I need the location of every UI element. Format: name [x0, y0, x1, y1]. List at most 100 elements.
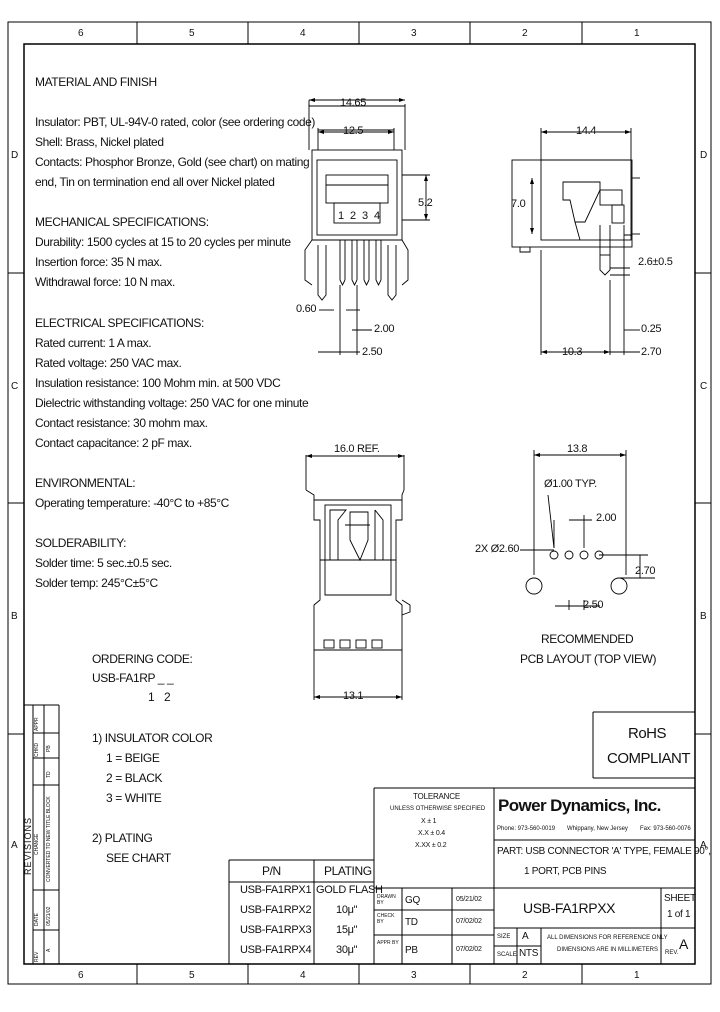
plating-ref: SEE CHART: [106, 851, 171, 865]
top-col-4: 4: [300, 28, 306, 39]
dim-2-00-top: 2.00: [374, 323, 395, 335]
contact-resistance-spec: Contact resistance: 30 mohm max.: [35, 416, 208, 430]
revisions-col-rev: REV: [34, 951, 40, 962]
rated-current-spec: Rated current: 1 A max.: [35, 336, 152, 350]
bottom-col-4: 4: [300, 970, 306, 981]
dim-2-50-top: 2.50: [362, 346, 383, 358]
bottom-col-1: 1: [634, 970, 640, 981]
size-value: A: [522, 931, 529, 942]
operating-temp-spec: Operating temperature: -40°C to +85°C: [35, 496, 229, 510]
ordering-code: USB-FA1RP _ _: [92, 671, 174, 685]
color-option-1: 1 = BEIGE: [106, 751, 160, 765]
rated-voltage-spec: Rated voltage: 250 VAC max.: [35, 356, 182, 370]
revisions-col-chkd: CHKD: [34, 742, 40, 757]
right-row-b: B: [700, 611, 707, 622]
appr-by: PB: [405, 945, 418, 956]
reference-note-1: ALL DIMENSIONS FOR REFERENCE ONLY: [547, 935, 668, 941]
pcb-caption-1: RECOMMENDED: [541, 632, 634, 646]
dim-2-70-pcb: 2.70: [635, 565, 656, 577]
insertion-spec: Insertion force: 35 N max.: [35, 255, 162, 269]
right-row-c: C: [700, 381, 707, 392]
color-option-3: 3 = WHITE: [106, 791, 162, 805]
solder-temp-spec: Solder temp: 245°C±5°C: [35, 576, 158, 590]
bottom-col-5: 5: [189, 970, 195, 981]
ordering-pos-1: 1: [148, 690, 155, 704]
tolerance-3: X.XX ± 0.2: [415, 842, 447, 849]
size-label: SIZE: [497, 934, 511, 940]
rohs-line-1: RoHS: [628, 725, 667, 742]
durability-spec: Durability: 1500 cycles at 15 to 20 cycl…: [35, 235, 291, 249]
company-name: Power Dynamics, Inc.: [498, 796, 661, 815]
table-row: USB-FA1RPX2: [240, 904, 312, 916]
top-col-1: 1: [634, 28, 640, 39]
dim-0-60: 0.60: [296, 303, 317, 315]
drawn-by: GQ: [405, 895, 420, 906]
top-col-3: 3: [411, 28, 417, 39]
part-number: USB-FA1RPXX: [523, 900, 616, 916]
table-row: 30μ": [336, 944, 358, 956]
insulation-resistance-spec: Insulation resistance: 100 Mohm min. at …: [35, 376, 281, 390]
top-col-6: 6: [78, 28, 84, 39]
tolerance-heading: TOLERANCE: [413, 792, 460, 801]
appr-label: APPR BY: [377, 940, 399, 946]
revisions-title: REVISIONS: [23, 816, 33, 875]
bottom-col-6: 6: [78, 970, 84, 981]
left-row-c: C: [11, 381, 18, 392]
revisions-date: 05/21/02: [46, 906, 52, 926]
bottom-col-3: 3: [411, 970, 417, 981]
check-by: TD: [405, 917, 418, 928]
solderability-heading: SOLDERABILITY:: [35, 536, 127, 550]
drawn-label: DRAWN BY: [377, 894, 396, 906]
pin-label-3: 3: [362, 210, 368, 222]
revisions-col-date: DATE: [34, 913, 40, 926]
electrical-heading: ELECTRICAL SPECIFICATIONS:: [35, 316, 204, 330]
dim-2x-2-60: 2X Ø2.60: [475, 543, 520, 555]
pin-label-4: 4: [374, 210, 380, 222]
environmental-heading: ENVIRONMENTAL:: [35, 476, 136, 490]
pin-label-2: 2: [350, 210, 356, 222]
part-description-1: PART: USB CONNECTOR 'A' TYPE, FEMALE 90°…: [497, 846, 711, 857]
revisions-chkd: TD: [46, 771, 52, 778]
revisions-appr: PB: [46, 745, 52, 752]
contacts-spec-1: Contacts: Phosphor Bronze, Gold (see cha…: [35, 155, 310, 169]
dim-16-0-ref: 16.0 REF.: [334, 443, 380, 455]
withdrawal-spec: Withdrawal force: 10 N max.: [35, 275, 175, 289]
revisions-col-change: CHANGE: [34, 833, 40, 855]
company-location: Whippany, New Jersey: [567, 826, 628, 832]
sheet-label: SHEET: [664, 893, 696, 904]
dielectric-spec: Dielectric withstanding voltage: 250 VAC…: [35, 396, 309, 410]
scale-value: NTS: [519, 948, 539, 959]
rohs-line-2: COMPLIANT: [607, 750, 691, 767]
contact-capacitance-spec: Contact capacitance: 2 pF max.: [35, 436, 192, 450]
company-fax: Fax: 973-560-0076: [640, 826, 691, 832]
material-heading: MATERIAL AND FINISH: [35, 75, 157, 89]
ordering-heading: ORDERING CODE:: [92, 652, 193, 666]
dim-2-00-pcb: 2.00: [596, 512, 617, 524]
dim-7-0: 7.0: [511, 198, 526, 210]
dim-14-4: 14.4: [576, 125, 597, 137]
revisions-rev: A: [46, 948, 52, 952]
sheet-value: 1 of 1: [667, 909, 691, 920]
reference-note-2: DIMENSIONS ARE IN MILLIMETERS: [557, 947, 659, 953]
part-description-2: 1 PORT, PCB PINS: [524, 866, 607, 877]
appr-date: 07/02/02: [456, 946, 482, 953]
tolerance-1: X ± 1: [421, 818, 437, 825]
dim-0-25: 0.25: [641, 323, 662, 335]
left-row-d: D: [11, 150, 18, 161]
rev-value: A: [679, 936, 689, 952]
right-row-a: A: [700, 840, 707, 851]
solder-time-spec: Solder time: 5 sec.±0.5 sec.: [35, 556, 172, 570]
bottom-col-2: 2: [522, 970, 528, 981]
table-row: 15μ": [336, 924, 358, 936]
dim-12-5: 12.5: [343, 125, 364, 137]
tolerance-sub: UNLESS OTHERWISE SPECIFIED: [390, 806, 486, 812]
mechanical-heading: MECHANICAL SPECIFICATIONS:: [35, 215, 209, 229]
dim-13-1: 13.1: [343, 690, 364, 702]
check-label: CHECK BY: [377, 913, 395, 925]
top-col-2: 2: [522, 28, 528, 39]
revisions-change: CONVERTED TO NEW TITLE BLOCK: [46, 796, 52, 882]
insulator-color-heading: 1) INSULATOR COLOR: [92, 731, 213, 745]
dim-13-8: 13.8: [567, 443, 588, 455]
table-row: USB-FA1RPX3: [240, 924, 312, 936]
